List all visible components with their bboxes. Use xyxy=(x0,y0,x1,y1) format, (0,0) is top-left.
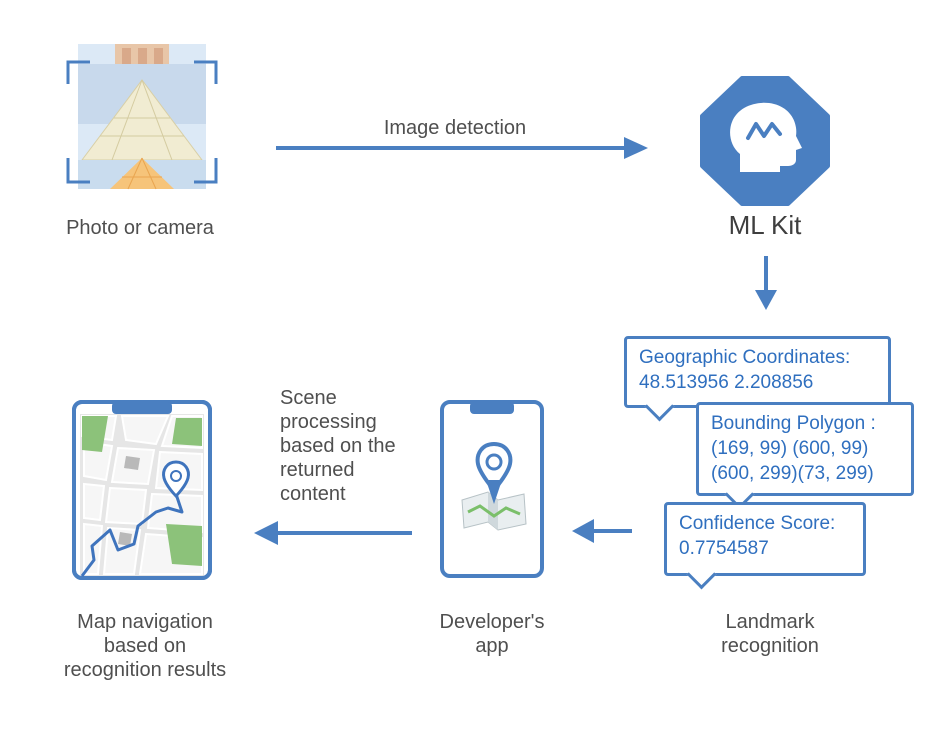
polygon-title: Bounding Polygon : xyxy=(711,413,876,434)
photo-label: Photo or camera xyxy=(66,217,214,239)
phone-map-route-icon xyxy=(72,400,212,580)
polygon-line1: (169, 99) (600, 99) xyxy=(711,438,869,459)
bounding-polygon-bubble: Bounding Polygon : (169, 99) (600, 99) (… xyxy=(696,402,914,510)
ml-kit-label: ML Kit xyxy=(728,210,802,240)
louvre-photo-icon xyxy=(66,44,218,190)
confidence-title: Confidence Score: xyxy=(679,513,836,534)
geo-title: Geographic Coordinates: xyxy=(639,347,851,368)
left-arrow-to-app xyxy=(572,519,632,543)
image-detection-arrow xyxy=(276,137,648,159)
geo-value: 48.513956 2.208856 xyxy=(639,372,814,393)
geo-coordinates-bubble: Geographic Coordinates: 48.513956 2.2088… xyxy=(624,336,891,422)
confidence-value: 0.7754587 xyxy=(679,538,769,559)
left-arrow-to-map xyxy=(254,521,412,545)
phone-map-pin-icon xyxy=(440,400,544,578)
down-arrow xyxy=(755,256,777,310)
confidence-score-bubble: Confidence Score: 0.7754587 xyxy=(664,502,866,590)
polygon-line2: (600, 299)(73, 299) xyxy=(711,463,874,484)
image-detection-label: Image detection xyxy=(383,117,527,139)
map-navigation-label: Map navigation based on recognition resu… xyxy=(63,611,227,681)
scene-processing-label: Scene processing based on the returned c… xyxy=(280,387,396,505)
ml-kit-head-icon xyxy=(700,76,830,206)
